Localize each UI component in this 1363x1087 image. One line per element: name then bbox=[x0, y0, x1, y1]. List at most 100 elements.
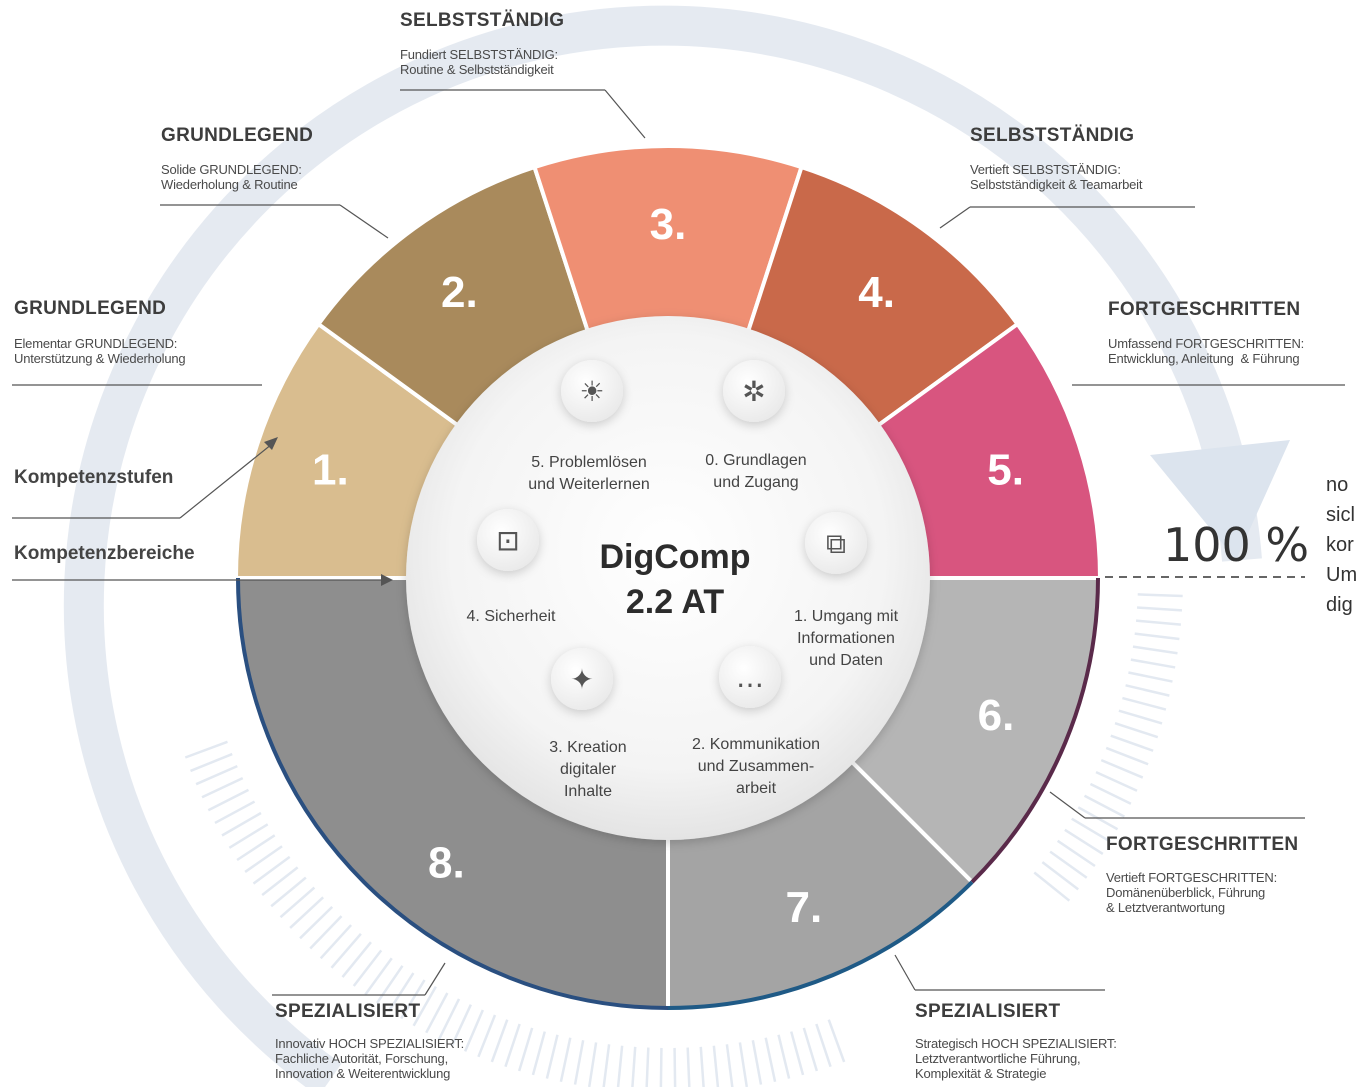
arrow-tick bbox=[450, 1004, 472, 1047]
arrow-tick bbox=[352, 949, 383, 987]
note-line: Um bbox=[1326, 564, 1358, 586]
arrow-tick bbox=[244, 845, 283, 873]
arrow-tick bbox=[195, 765, 238, 786]
arrow-tick bbox=[236, 834, 276, 862]
arrow-tick bbox=[659, 1047, 663, 1087]
arrow-tick bbox=[184, 740, 228, 759]
area-label-line: und Zugang bbox=[713, 474, 798, 491]
cropped-note-text: no sicl kor Um dig bbox=[1326, 470, 1357, 620]
segment-outer-edge bbox=[236, 577, 669, 1010]
arrow-tick bbox=[1041, 861, 1079, 891]
arrow-tick bbox=[777, 1034, 791, 1079]
arrow-tick bbox=[1130, 658, 1176, 669]
arrow-tick bbox=[463, 1009, 484, 1052]
arrow-tick bbox=[221, 811, 262, 837]
level-1-heading: GRUNDLEGEND bbox=[14, 298, 167, 319]
arrow-tick bbox=[252, 855, 291, 885]
arrow-tick bbox=[400, 979, 426, 1020]
area-label-line: 3. Kreation bbox=[549, 739, 626, 756]
arrow-tick bbox=[1071, 817, 1112, 843]
arrow-tick bbox=[490, 1019, 509, 1063]
arrow-tick bbox=[1083, 794, 1125, 818]
level-number-4: 4. bbox=[858, 268, 895, 317]
competence-levels-label: Kompetenzstufen bbox=[14, 467, 174, 488]
arrow-tick bbox=[573, 1040, 585, 1085]
progress-arrow bbox=[63, 5, 1290, 1087]
level-7-description: Strategisch HOCH SPEZIALISIERT: Letztver… bbox=[915, 1036, 1117, 1081]
progress-arrow-arc bbox=[63, 5, 1262, 1087]
arrow-tick bbox=[1100, 758, 1144, 779]
arrow-tick bbox=[270, 876, 307, 908]
arrow-tick bbox=[504, 1023, 521, 1068]
arrow-tick bbox=[1064, 828, 1104, 856]
arrow-tick bbox=[1132, 645, 1178, 655]
progress-arrow-head bbox=[1150, 440, 1290, 560]
center-title-line2: 2.2 AT bbox=[626, 583, 724, 621]
arrow-tick bbox=[673, 1047, 677, 1087]
level-number-2: 2. bbox=[441, 268, 478, 317]
note-line: dig bbox=[1326, 594, 1353, 616]
arrow-tick bbox=[1122, 696, 1167, 711]
area-icon-circle bbox=[551, 648, 613, 710]
segment-outer-edge bbox=[970, 577, 1100, 884]
arrow-tick bbox=[1128, 671, 1173, 683]
area-icon-circle bbox=[719, 646, 781, 708]
chat-icon: … bbox=[736, 661, 764, 694]
area-icon-circle bbox=[561, 360, 623, 422]
arrow-tick bbox=[1049, 850, 1088, 879]
arrow-tick bbox=[1089, 782, 1132, 805]
arrow-tick bbox=[1137, 593, 1183, 598]
segment-outer-edge bbox=[667, 880, 974, 1010]
area-label-line: 0. Grundlagen bbox=[705, 452, 806, 469]
level-5-heading: FORTGESCHRITTEN bbox=[1108, 299, 1301, 320]
areas-pointer-arrowhead bbox=[381, 574, 393, 586]
arrow-tick bbox=[1136, 606, 1183, 612]
arrow-tick bbox=[261, 866, 299, 897]
arrow-tick bbox=[437, 998, 461, 1040]
level-6-heading: FORTGESCHRITTEN bbox=[1106, 834, 1299, 855]
level-number-3: 3. bbox=[650, 200, 687, 249]
arrow-tick bbox=[1110, 734, 1154, 752]
arrow-tick bbox=[1095, 771, 1138, 792]
level-4-description: Vertieft SELBSTSTÄNDIG: Selbstständigkei… bbox=[970, 162, 1143, 192]
arrow-tick bbox=[1114, 722, 1159, 739]
arrow-tick bbox=[341, 941, 372, 978]
note-line: sicl bbox=[1326, 504, 1355, 526]
arrow-tick bbox=[330, 932, 362, 969]
area-icon-circle bbox=[477, 509, 539, 571]
arrow-tick bbox=[1105, 746, 1149, 766]
arrow-tick bbox=[228, 823, 269, 849]
arrow-tick bbox=[1134, 632, 1180, 641]
arrow-tick bbox=[764, 1037, 777, 1083]
arrow-tick bbox=[477, 1014, 497, 1058]
arrow-tick bbox=[207, 788, 250, 812]
arrow-tick bbox=[545, 1034, 559, 1079]
arrow-tick bbox=[289, 896, 324, 929]
arrow-tick bbox=[1135, 619, 1181, 626]
leader-lines bbox=[12, 89, 1345, 996]
note-line: kor bbox=[1326, 534, 1354, 556]
area-label-line: und Zusammen- bbox=[698, 758, 815, 775]
competence-areas-label: Kompetenzbereiche bbox=[14, 543, 195, 564]
area-label-line: 5. Problemlösen bbox=[531, 454, 647, 471]
arrow-tick bbox=[1118, 709, 1163, 725]
arrow-tick bbox=[412, 986, 437, 1027]
area-label-line: und Weiterlernen bbox=[528, 476, 650, 493]
level-6-description: Vertieft FORTGESCHRITTEN: Domänenüberbli… bbox=[1106, 870, 1278, 915]
center-title-line1: DigComp bbox=[599, 538, 750, 576]
level-8-heading: SPEZIALISIERT bbox=[275, 1001, 421, 1022]
arrow-tick bbox=[425, 992, 449, 1034]
center-disk bbox=[406, 316, 930, 840]
arrow-tick bbox=[686, 1047, 691, 1087]
arrow-tick bbox=[376, 965, 404, 1004]
note-line: no bbox=[1326, 474, 1349, 496]
gear-icon: ✲ bbox=[742, 375, 765, 408]
area-label-line: digitaler bbox=[560, 761, 617, 778]
area-label-line: 2. Kommunikation bbox=[692, 736, 820, 753]
arrow-tick bbox=[1033, 871, 1071, 902]
level-2-heading: GRUNDLEGEND bbox=[161, 125, 314, 146]
arrow-tick bbox=[587, 1042, 598, 1087]
level-3-heading: SELBSTSTÄNDIG bbox=[400, 10, 565, 31]
area-icon-circle bbox=[723, 360, 785, 422]
